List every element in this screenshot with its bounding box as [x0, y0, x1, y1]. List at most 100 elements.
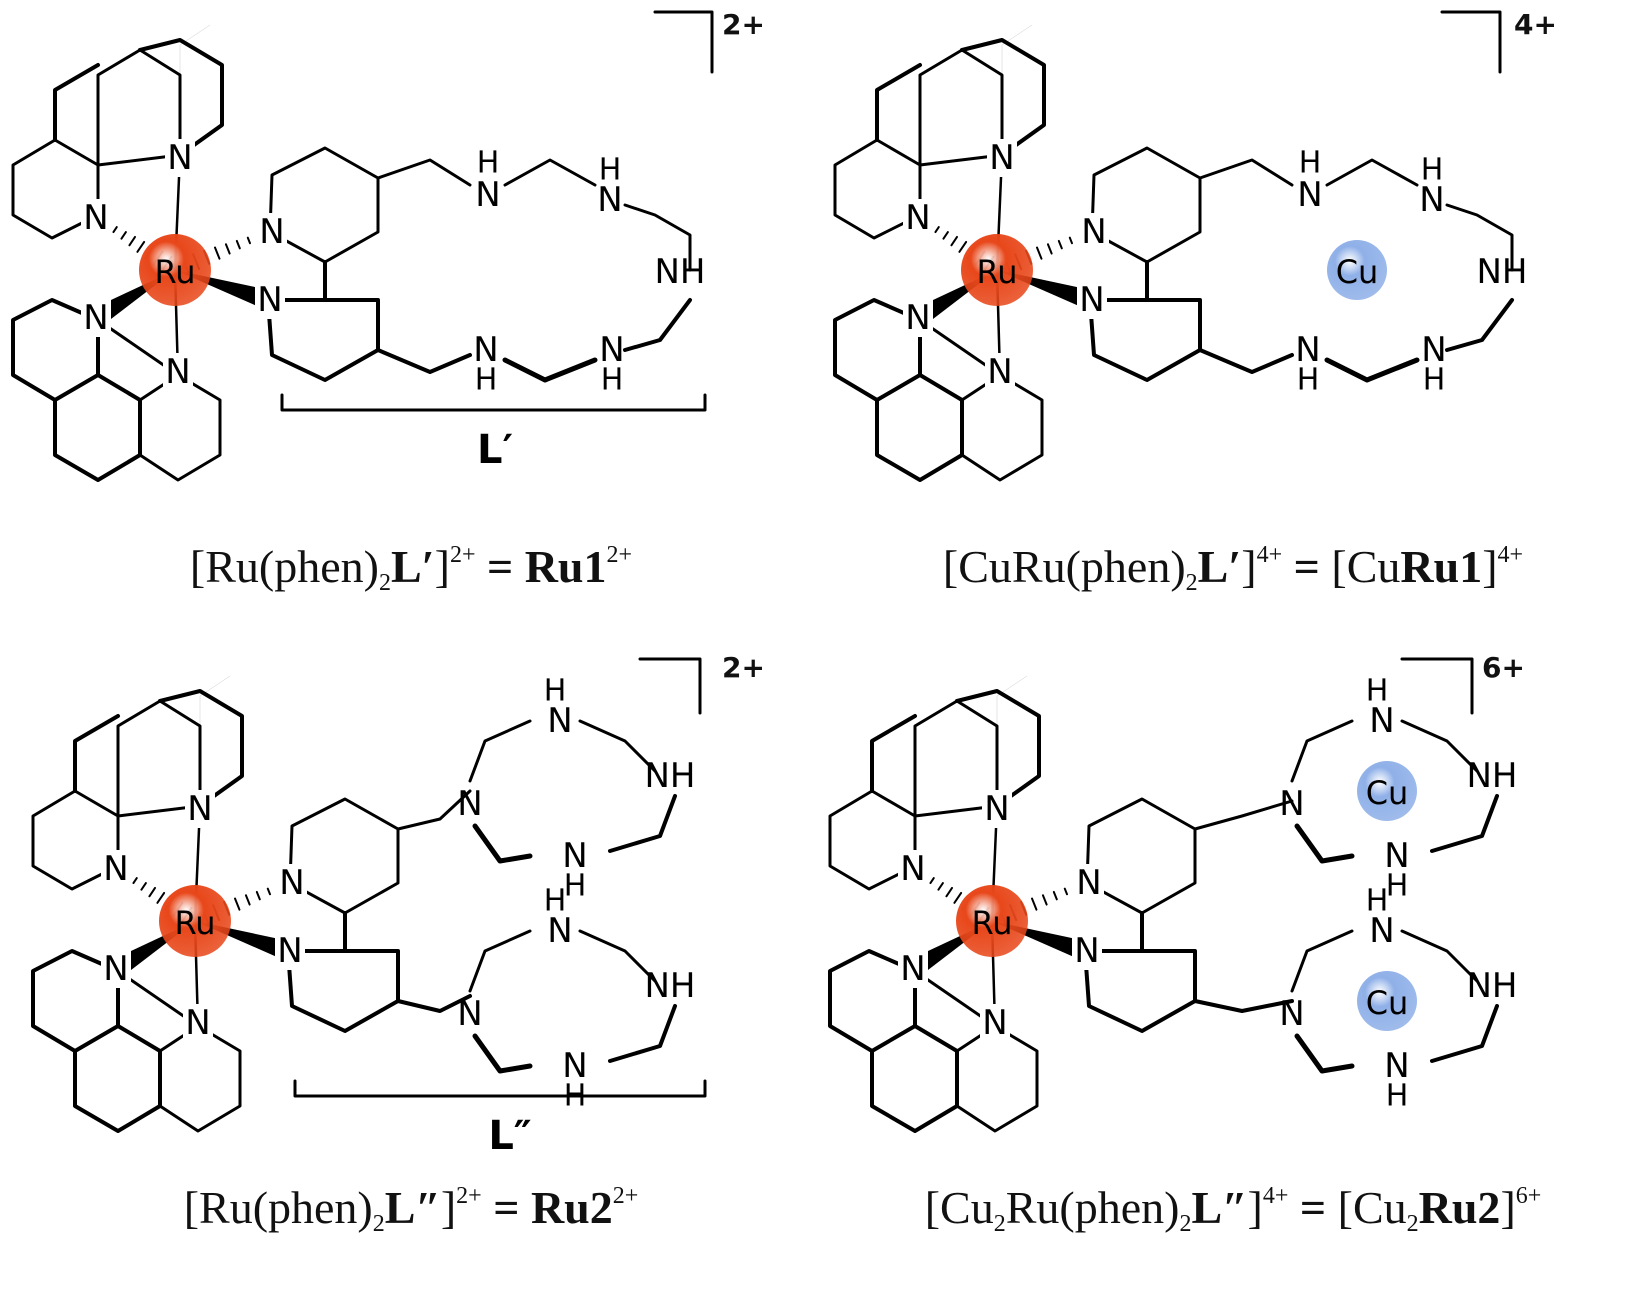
cyclen-n: N — [1369, 911, 1394, 951]
ligand-chain — [1325, 158, 1419, 187]
cu-sphere-label: Cu — [1336, 253, 1379, 291]
ru-sphere — [139, 234, 211, 306]
nitrogen-label: N — [83, 198, 108, 238]
ligand-chain — [396, 789, 472, 831]
ligand-bracket — [280, 393, 707, 412]
ligand-label: L′ — [477, 427, 513, 473]
amine-h: H — [1297, 363, 1320, 398]
phen-ring — [158, 689, 244, 808]
amine-h: H — [599, 153, 622, 188]
cyclen-h: H — [1386, 869, 1409, 904]
cyclen-chain — [468, 719, 532, 783]
charge-bracket — [653, 10, 714, 74]
bpy-ring — [1083, 911, 1197, 1033]
nitrogen-label: N — [167, 138, 192, 178]
ru-sphere — [956, 885, 1028, 957]
nitrogen-label: N — [279, 863, 304, 903]
hashed-bond — [140, 882, 147, 891]
ligand-chain — [376, 158, 472, 187]
cu-sphere-label: Cu — [1366, 984, 1409, 1022]
cyclen-nh: NH — [645, 966, 696, 1006]
ligand-chain — [1324, 357, 1420, 383]
cyclen-n: N — [562, 836, 587, 876]
nitrogen-label: N — [259, 212, 284, 252]
hashed-bond — [958, 240, 968, 253]
nitrogen-label: N — [83, 298, 108, 338]
cu2ru2-charge: 6+ — [1482, 651, 1525, 684]
cyclen-chain — [472, 1033, 533, 1074]
cyclen-h: H — [544, 674, 567, 709]
hashed-bond — [929, 877, 935, 885]
hashed-bond — [1052, 890, 1058, 901]
ligand-chain — [1445, 203, 1514, 272]
nitrogen-label: N — [900, 949, 925, 989]
hashed-bond — [136, 240, 146, 253]
nitrogen-label: N — [103, 949, 128, 989]
ligand-chain — [1445, 298, 1514, 352]
ligand-chain — [502, 357, 598, 383]
atom-mask — [985, 353, 1015, 391]
cyclen-h: H — [564, 869, 587, 904]
nitrogen-label: N — [103, 849, 128, 889]
hashed-bond — [1030, 897, 1038, 911]
hashed-bond — [1068, 236, 1074, 245]
nitrogen-label: N — [185, 1003, 210, 1043]
cyclen-chain — [608, 1004, 677, 1063]
atom-mask — [101, 950, 131, 988]
cu2ru2-caption: [Cu2Ru(phen)2L″]4+ = [Cu2Ru2]6+ — [924, 1182, 1542, 1237]
cyclen-chain — [1290, 929, 1354, 993]
nitrogen-label: N — [277, 931, 302, 971]
amine-n: N — [1297, 175, 1322, 215]
amine-h: H — [1423, 363, 1446, 398]
nitrogen-label: N — [1081, 212, 1106, 252]
amine-nh: NH — [655, 252, 706, 292]
ru1-caption: [Ru(phen)2L′]2+ = Ru12+ — [189, 541, 633, 596]
cyclen-n: N — [562, 1046, 587, 1086]
ru2-charge: 2+ — [722, 651, 765, 684]
atom-mask — [1074, 864, 1104, 902]
cyclen-h: H — [544, 884, 567, 919]
amine-h: H — [1299, 146, 1322, 181]
ligand-chain — [1193, 799, 1294, 831]
cu-sphere-label: Cu — [1366, 774, 1409, 812]
bpy-ring — [1088, 260, 1202, 382]
amine-n: N — [1295, 330, 1320, 370]
cyclen-n: N — [547, 701, 572, 741]
cyclen-chain — [1400, 719, 1479, 773]
cyclen-h: H — [1386, 1079, 1409, 1114]
ligand-chain — [623, 203, 692, 272]
hashed-bond — [934, 226, 940, 234]
hashed-bond — [266, 887, 272, 896]
hashed-bond — [112, 226, 118, 234]
atom-mask — [101, 850, 131, 888]
atom-mask — [255, 281, 285, 319]
cyclen-chain — [608, 794, 677, 853]
charge-bracket — [1400, 657, 1474, 715]
cyclen-chain — [1294, 823, 1355, 864]
cyclen-chain — [1430, 794, 1499, 853]
charge-bracket — [1440, 10, 1502, 74]
ligand-bracket — [293, 1079, 707, 1098]
phen-ring — [870, 1024, 959, 1133]
nitrogen-label: N — [187, 789, 212, 829]
ligand-chain — [623, 298, 692, 352]
ru-sphere — [961, 234, 1033, 306]
hashed-bond — [148, 886, 157, 898]
atom-mask — [165, 139, 195, 177]
amine-h: H — [1421, 153, 1444, 188]
phen-ring — [996, 675, 1028, 727]
ligand-chain — [1198, 158, 1294, 187]
phen-ring — [73, 714, 120, 793]
atom-mask — [980, 1004, 1010, 1042]
atom-mask — [81, 299, 111, 337]
cyclen-chain — [578, 929, 657, 983]
hashed-bond — [1035, 246, 1043, 260]
amine-n: N — [473, 330, 498, 370]
nitrogen-label: N — [987, 352, 1012, 392]
cyclen-n: N — [547, 911, 572, 951]
cyclen-chain — [1294, 1033, 1355, 1074]
